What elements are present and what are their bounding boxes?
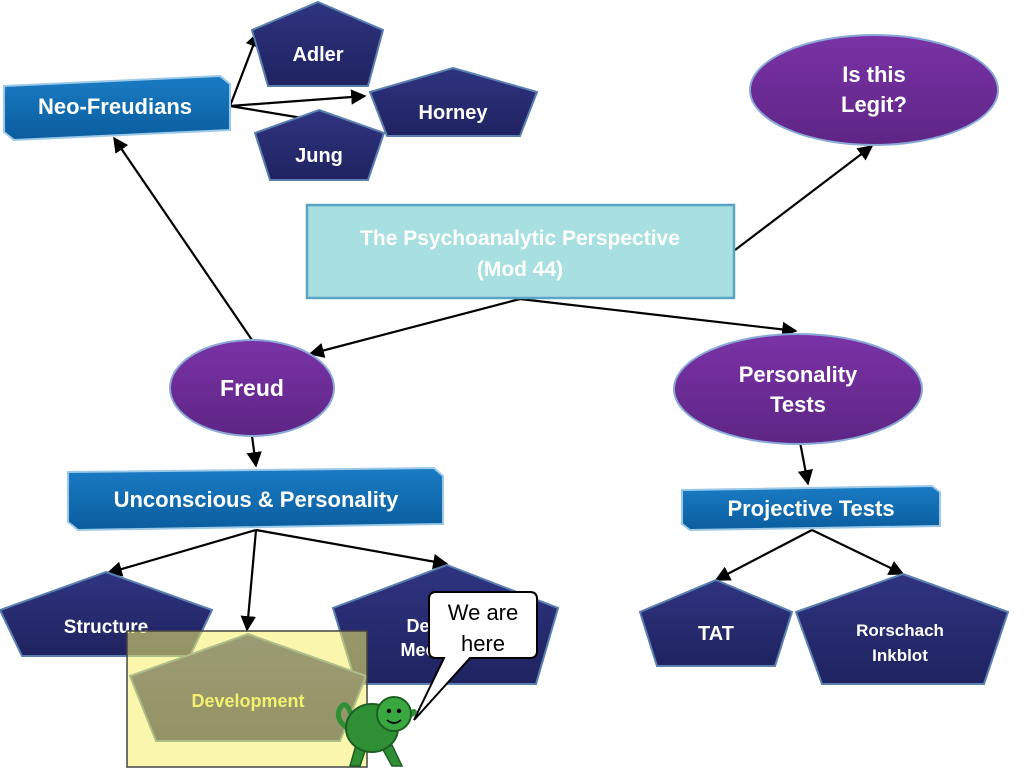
arrow-unconscious-development	[240, 529, 258, 632]
node-is-this-legit: Is this Legit?	[749, 34, 999, 146]
arrow-perspective-tests	[519, 297, 798, 338]
node-psychoanalytic-perspective: The Psychoanalytic Perspective (Mod 44)	[305, 203, 736, 300]
horney-label: Horney	[419, 102, 489, 124]
node-neo-freudians: Neo-Freudians	[3, 74, 231, 142]
node-tat: TAT	[638, 578, 794, 667]
node-adler: Adler	[250, 0, 385, 87]
we-are-here-callout: We are here	[413, 591, 538, 721]
adler-label: Adler	[292, 44, 343, 66]
node-jung: Jung	[253, 108, 386, 181]
node-projective-tests: Projective Tests	[681, 484, 941, 532]
legit-label-line1: Is this	[842, 62, 906, 87]
jung-label: Jung	[295, 145, 343, 167]
defense-label-line1: De	[406, 616, 429, 636]
personality-tests-line2: Tests	[770, 392, 826, 417]
perspective-title: The Psychoanalytic Perspective	[360, 227, 680, 250]
node-horney: Horney	[368, 66, 539, 137]
arrow-unconscious-structure	[106, 528, 257, 577]
legit-label-line2: Legit?	[841, 92, 907, 117]
connectors	[106, 31, 905, 632]
freud-label: Freud	[220, 375, 284, 401]
neo-freudians-label: Neo-Freudians	[38, 94, 192, 119]
callout-line1: We are	[448, 600, 519, 625]
development-label: Development	[191, 691, 304, 711]
arrow-tests-projective	[797, 441, 813, 486]
node-unconscious-personality: Unconscious & Personality	[67, 466, 444, 532]
rorschach-line1: Rorschach	[856, 621, 944, 640]
callout-line2: here	[461, 631, 505, 656]
arrow-perspective-legit	[734, 145, 874, 251]
defense-label-line2: Mec	[400, 640, 435, 660]
turtle-icon	[335, 696, 417, 767]
arrow-perspective-freud	[308, 297, 521, 358]
arrow-neo-adler	[228, 31, 261, 107]
tat-label: TAT	[698, 623, 734, 645]
unconscious-label: Unconscious & Personality	[114, 487, 400, 512]
arrow-unconscious-defense	[255, 528, 449, 570]
projective-tests-label: Projective Tests	[727, 496, 894, 521]
arrow-projective-tat	[714, 529, 813, 581]
arrow-projective-rorschach	[811, 529, 905, 575]
arrow-freud-unconscious	[246, 435, 262, 468]
personality-tests-line1: Personality	[739, 362, 858, 387]
rorschach-line2: Inkblot	[872, 646, 928, 665]
arrow-neo-horney	[229, 89, 367, 108]
arrow-freud-neo	[113, 136, 253, 341]
node-freud: Freud	[169, 339, 335, 437]
here-highlight-box	[126, 630, 368, 768]
node-personality-tests: Personality Tests	[673, 333, 923, 445]
perspective-subtitle: (Mod 44)	[477, 258, 563, 281]
node-rorschach-inkblot: Rorschach Inkblot	[794, 572, 1010, 685]
